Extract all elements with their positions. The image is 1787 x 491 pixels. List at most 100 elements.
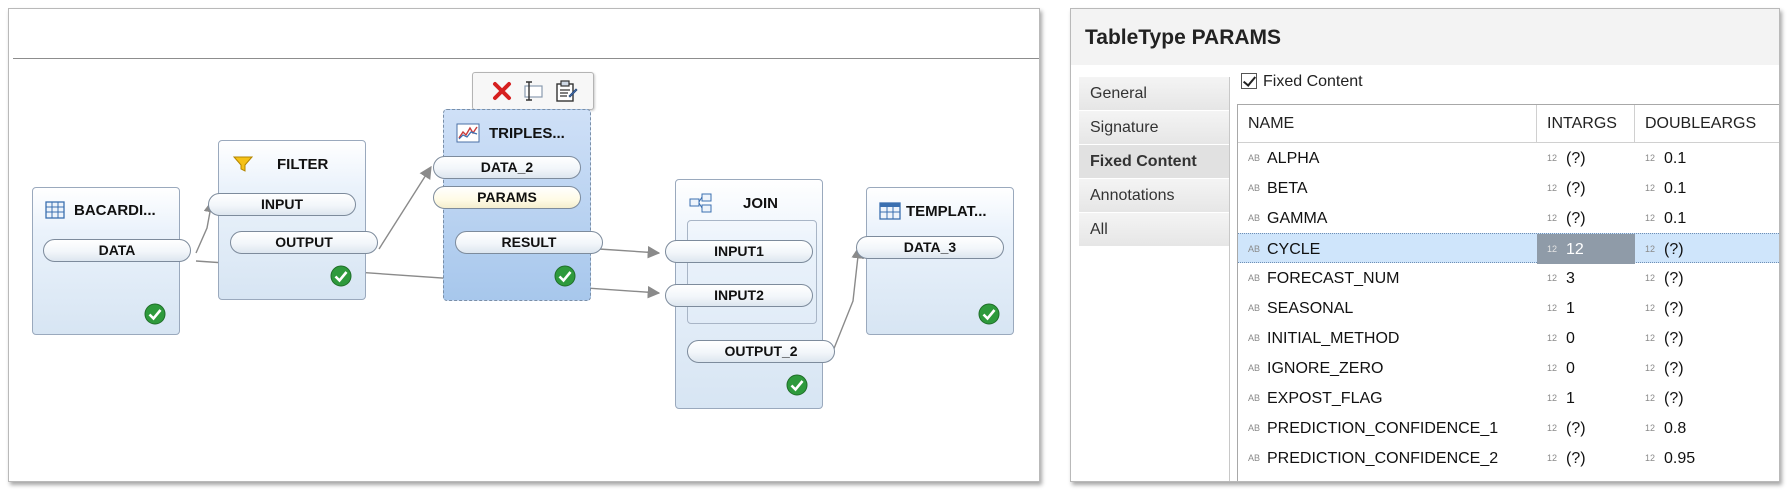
cell-intargs[interactable]: 12(?) — [1537, 173, 1635, 203]
tab-all[interactable]: All — [1079, 213, 1229, 247]
port-data[interactable]: DATA — [43, 239, 191, 262]
type-tag: AB — [1248, 303, 1261, 313]
cell-doubleargs[interactable]: 12(?) — [1635, 293, 1779, 323]
cell-doubleargs[interactable]: 12(?) — [1635, 353, 1779, 383]
template-table-icon — [879, 202, 901, 220]
edge-output-to-data2 — [378, 165, 432, 250]
column-header-intargs[interactable]: INTARGS — [1537, 105, 1635, 142]
node-bacardi[interactable]: BACARDI... DATA — [32, 187, 191, 335]
join-inputs-group — [687, 220, 817, 324]
node-triples[interactable]: TRIPLES... DATA_2 PARAMS RESULT — [433, 109, 603, 301]
node-filter[interactable]: FILTER INPUT OUTPUT — [208, 140, 378, 300]
fixed-content-checkbox[interactable] — [1241, 73, 1257, 89]
cell-value: (?) — [1566, 450, 1586, 467]
cell-doubleargs[interactable]: 12 (?) — [1635, 263, 1779, 293]
flow-editor-panel[interactable]: BACARDI... DATA FILTER INPUT OUTPUT — [8, 8, 1040, 482]
cell-value: (?) — [1664, 270, 1684, 287]
port-input[interactable]: INPUT — [208, 193, 356, 216]
cell-value: 12 — [1566, 241, 1584, 258]
cell-value: (?) — [1664, 300, 1684, 317]
check-circle-icon — [144, 303, 166, 325]
tab-signature[interactable]: Signature — [1079, 111, 1229, 145]
port-result[interactable]: RESULT — [455, 231, 603, 254]
panel-title: TableType PARAMS — [1085, 26, 1282, 49]
fixed-content-toggle[interactable]: Fixed Content — [1241, 73, 1363, 91]
cell-value: 0 — [1566, 330, 1575, 347]
cell-value: 3 — [1566, 270, 1575, 287]
port-params[interactable]: PARAMS — [433, 186, 581, 209]
port-output[interactable]: OUTPUT — [230, 231, 378, 254]
cell-value: 1 — [1566, 300, 1575, 317]
column-header-name[interactable]: NAME — [1238, 105, 1537, 142]
node-title: TEMPLAT... — [906, 203, 987, 220]
node-join[interactable]: JOIN INPUT1 INPUT2 OUTPUT_2 — [665, 179, 835, 409]
port-input2[interactable]: INPUT2 — [665, 284, 813, 307]
cell-intargs[interactable]: 12(?) — [1537, 203, 1635, 233]
cell-value: ALPHA — [1267, 150, 1320, 167]
cell-doubleargs[interactable]: 12(?) — [1635, 383, 1779, 413]
node-templat[interactable]: TEMPLAT... DATA_3 — [856, 187, 1014, 335]
port-output-2[interactable]: OUTPUT_2 — [687, 340, 835, 363]
type-tag: AB — [1248, 423, 1261, 433]
cell-intargs[interactable]: 12 (?) — [1537, 443, 1635, 473]
type-tag: 12 — [1645, 213, 1656, 223]
type-tag: 12 — [1645, 183, 1656, 193]
node-title: BACARDI... — [74, 202, 156, 219]
cell-doubleargs[interactable]: 12(?) — [1635, 323, 1779, 353]
properties-icon[interactable] — [554, 79, 578, 103]
column-header-doubleargs[interactable]: DOUBLEARGS — [1645, 115, 1757, 132]
fixed-content-label: Fixed Content — [1263, 73, 1363, 90]
cell-value: EXPOST_FLAG — [1267, 390, 1383, 407]
cell-intargs[interactable]: 12(?) — [1537, 413, 1635, 443]
port-data-2[interactable]: DATA_2 — [433, 156, 581, 179]
tab-general[interactable]: General — [1079, 77, 1229, 111]
port-data-3[interactable]: DATA_3 — [856, 236, 1004, 259]
editor-divider — [13, 58, 1039, 59]
cell-doubleargs[interactable]: 12(?) — [1635, 234, 1779, 264]
type-tag: AB — [1248, 363, 1261, 373]
port-input1[interactable]: INPUT1 — [665, 240, 813, 263]
cell-intargs[interactable]: 12(?) — [1537, 143, 1635, 173]
delete-icon[interactable] — [490, 79, 514, 103]
tab-fixed-content[interactable]: Fixed Content — [1079, 145, 1229, 179]
type-tag: 12 — [1547, 453, 1558, 463]
check-circle-icon — [330, 265, 352, 287]
tab-annotations[interactable]: Annotations — [1079, 179, 1229, 213]
rename-icon[interactable] — [521, 79, 545, 103]
type-tag: 12 — [1645, 273, 1656, 283]
